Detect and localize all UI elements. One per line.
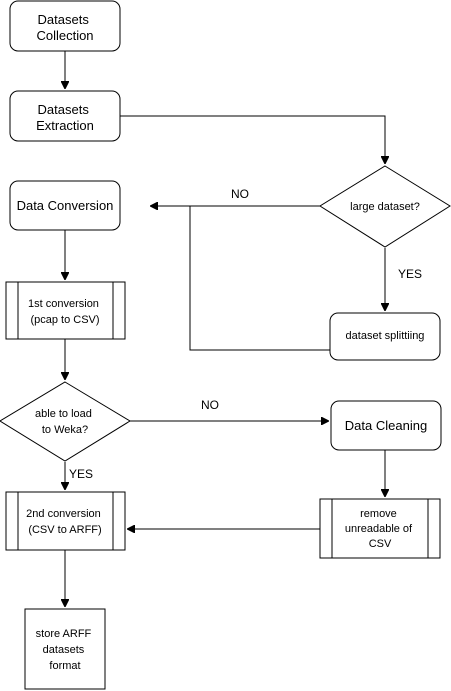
edge-label-large-yes: YES: [398, 267, 422, 281]
node-datasets-extraction: Datasets Extraction: [9, 90, 121, 142]
node-datasets-extraction-label: Datasets Extraction: [36, 102, 94, 133]
node-store-arff: store ARFF datasets format: [24, 608, 106, 690]
node-dataset-splitting-label: dataset splittiing: [346, 330, 425, 342]
edge-label-large-no: NO: [231, 187, 249, 201]
node-data-cleaning: Data Cleaning: [330, 400, 442, 451]
node-weka-decision: able to load to Weka?: [0, 381, 131, 462]
node-first-conversion-label: 1st conversion (pcap to CSV): [28, 298, 102, 326]
node-dataset-splitting: dataset splittiing: [329, 312, 441, 361]
node-datasets-collection: Datasets Collection: [9, 0, 121, 52]
node-datasets-collection-label: Datasets Collection: [36, 12, 93, 43]
node-data-conversion-label: Data Conversion: [17, 198, 114, 213]
node-remove-unreadable: remove unreadable of CSV: [319, 498, 441, 559]
edge-label-weka-no: NO: [201, 398, 219, 412]
node-data-conversion: Data Conversion: [9, 180, 121, 231]
node-large-dataset-label: large dataset?: [350, 201, 420, 213]
node-second-conversion-label: 2nd conversion (CSV to ARFF): [26, 508, 104, 536]
edges: [65, 51, 385, 606]
edge-label-weka-yes: YES: [69, 467, 93, 481]
node-second-conversion: 2nd conversion (CSV to ARFF): [5, 491, 126, 551]
node-remove-unreadable-label: remove unreadable of CSV: [345, 508, 415, 550]
node-store-arff-label: store ARFF datasets format: [36, 628, 95, 672]
node-first-conversion: 1st conversion (pcap to CSV): [5, 281, 126, 340]
node-large-dataset-decision: large dataset?: [319, 165, 451, 248]
node-data-cleaning-label: Data Cleaning: [345, 418, 427, 433]
node-weka-label: able to load to Weka?: [35, 408, 95, 436]
edge-extraction-to-large-dataset: [120, 115, 385, 163]
edge-splitting-return: [189, 206, 330, 351]
